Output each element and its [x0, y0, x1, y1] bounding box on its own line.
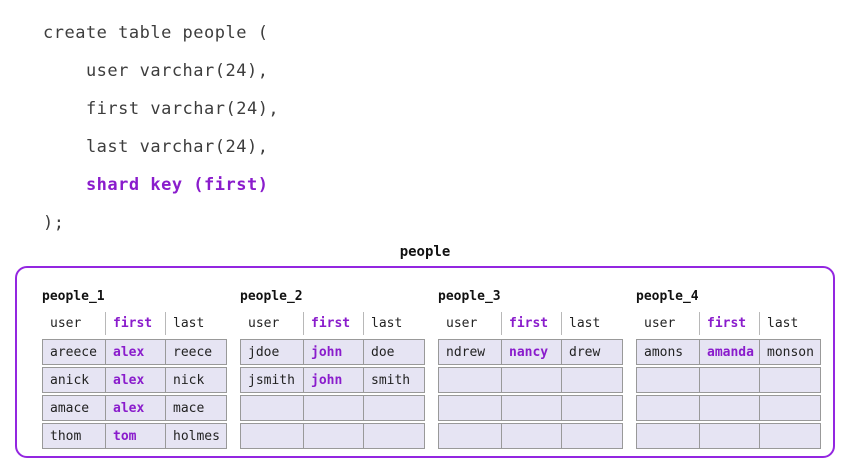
shard-data-cell [699, 368, 759, 392]
shard-data-cell [303, 424, 363, 448]
shard-header-cell-user: user [50, 316, 82, 331]
shard-data-cell [501, 424, 561, 448]
shard-data-cell: amace [50, 400, 90, 416]
shard-data-cell [241, 424, 303, 448]
shard-data-cell: amons [644, 344, 684, 360]
shard-data-cell [759, 368, 820, 392]
shard-data-cell: smith [363, 368, 424, 392]
shard-data-cell [363, 396, 424, 420]
shard-data-cell: alex [105, 396, 165, 420]
shard-data-row [636, 395, 821, 421]
shard-data-cell: john [303, 340, 363, 364]
shard-header-cell-last: last [561, 312, 622, 335]
shard-data-cell: thom [50, 428, 82, 444]
sql-code-block: create table people ( user varchar(24), … [43, 23, 280, 233]
shard-data-cell [501, 368, 561, 392]
shard-data-row [636, 423, 821, 449]
shard-data-row [240, 395, 425, 421]
shard-data-cell: monson [759, 340, 820, 364]
shard-data-cell [501, 396, 561, 420]
shard-data-cell: alex [105, 368, 165, 392]
diagram-title: people [399, 244, 451, 260]
shard-header-cell-last: last [165, 312, 226, 335]
shard-data-cell: ndrew [446, 344, 486, 360]
sharding-illustration: create table people ( user varchar(24), … [0, 23, 850, 458]
shard-data-row [438, 395, 623, 421]
shard-data-row [240, 423, 425, 449]
shard-header-cell-user: user [248, 316, 280, 331]
shard-data-cell: tom [105, 424, 165, 448]
shard-header-cell-user: user [446, 316, 478, 331]
shard-data-row [438, 423, 623, 449]
shard-data-cell: john [303, 368, 363, 392]
shard-data-cell [699, 424, 759, 448]
code-line-user-column: user varchar(24), [43, 61, 269, 81]
shard-data-cell: alex [105, 340, 165, 364]
shard-header-cell-last: last [759, 312, 820, 335]
shard-data-row [636, 367, 821, 393]
shard-table-title: people_3 [438, 289, 501, 304]
shard-data-cell [561, 424, 622, 448]
shard-data-cell: areece [50, 344, 97, 360]
shard-data-cell: reece [165, 340, 226, 364]
shard-data-cell [439, 396, 501, 420]
shard-data-cell [439, 368, 501, 392]
shard-data-cell: holmes [165, 424, 226, 448]
shard-data-cell: jsmith [248, 372, 295, 388]
shard-table-title: people_1 [42, 289, 105, 304]
shard-header-cell-first: first [303, 312, 363, 335]
shard-data-cell: anick [50, 372, 90, 388]
code-line-shard-key: shard key (first) [43, 175, 269, 195]
shard-data-cell: nancy [501, 340, 561, 364]
shard-table-title: people_4 [636, 289, 699, 304]
shard-data-cell [303, 396, 363, 420]
shard-data-cell [759, 424, 820, 448]
code-line-create-table: create table people ( [43, 23, 269, 43]
shard-data-cell [637, 424, 699, 448]
shard-table-title: people_2 [240, 289, 303, 304]
shard-data-row [438, 367, 623, 393]
shard-data-cell [561, 368, 622, 392]
shard-data-cell [637, 368, 699, 392]
shard-header-cell-first: first [699, 312, 759, 335]
code-line-last-column: last varchar(24), [43, 137, 269, 157]
shard-data-cell [561, 396, 622, 420]
shard-data-cell [759, 396, 820, 420]
shard-data-cell [637, 396, 699, 420]
shard-data-cell [241, 396, 303, 420]
shard-data-cell [699, 396, 759, 420]
shard-data-cell: doe [363, 340, 424, 364]
shard-data-cell [439, 424, 501, 448]
code-line-close-paren: ); [43, 213, 65, 233]
code-line-first-column: first varchar(24), [43, 99, 280, 119]
shard-data-cell: drew [561, 340, 622, 364]
shard-header-cell-last: last [363, 312, 424, 335]
shard-data-cell: mace [165, 396, 226, 420]
shard-data-cell: amanda [699, 340, 759, 364]
shard-data-cell: nick [165, 368, 226, 392]
shard-header-cell-first: first [105, 312, 165, 335]
shard-data-cell: jdoe [248, 344, 280, 360]
shard-data-cell [363, 424, 424, 448]
shard-header-cell-first: first [501, 312, 561, 335]
shard-header-cell-user: user [644, 316, 676, 331]
